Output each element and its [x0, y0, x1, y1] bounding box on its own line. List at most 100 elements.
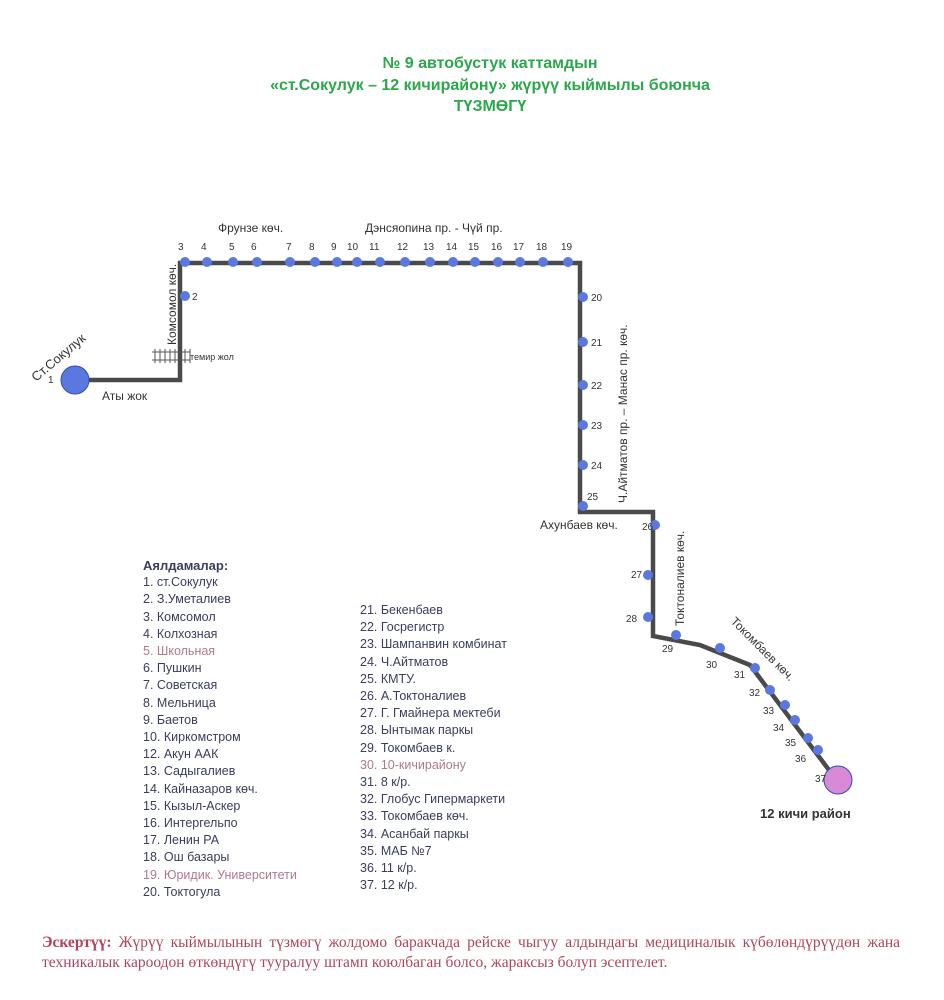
legend-item: 13. Садыгалиев	[143, 764, 236, 779]
street-frunze: Фрунзе көч.	[218, 221, 283, 235]
stop-marker[interactable]	[823, 765, 853, 795]
stop-number: 12	[397, 242, 409, 253]
stop-number: 29	[662, 644, 674, 655]
stop-number: 13	[423, 242, 435, 253]
stop-number: 22	[591, 381, 603, 392]
stop-number: 18	[536, 242, 548, 253]
legend-item: 9. Баетов	[143, 712, 198, 727]
legend-item: 3. Комсомол	[143, 609, 216, 624]
stop-number: 10	[347, 242, 359, 253]
legend-item: 22. Госрегистр	[360, 620, 445, 635]
legend-item: 30. 10-кичирайону	[360, 757, 466, 772]
street-komsomol: Комсомол көч.	[165, 264, 179, 345]
stop-marker[interactable]	[252, 257, 262, 267]
stop-number: 14	[446, 242, 458, 253]
stop-marker[interactable]	[643, 570, 653, 580]
legend-item: 27. Г. Гмайнера мектеби	[360, 706, 501, 721]
stop-marker[interactable]	[470, 257, 480, 267]
stop-marker[interactable]	[180, 257, 190, 267]
stop-marker[interactable]	[578, 380, 588, 390]
legend-item: 7. Советская	[143, 678, 218, 693]
legend-item: 26. А.Токтоналиев	[360, 689, 467, 704]
stop-number: 31	[734, 670, 746, 681]
legend-item: 16. Интергельпо	[143, 816, 238, 831]
stop-number: 30	[706, 660, 718, 671]
legend-item: 14. Кайназаров көч.	[143, 781, 258, 796]
stop-marker[interactable]	[750, 663, 760, 673]
legend-item: 18. Ош базары	[143, 850, 230, 865]
legend-item: 19. Юридик. Университети	[143, 867, 297, 882]
stop-number: 24	[591, 461, 603, 472]
stop-number: 35	[785, 738, 797, 749]
legend-item: 17. Ленин РА	[143, 833, 220, 848]
legend-item: 32. Глобус Гипермаркети	[360, 792, 506, 807]
stop-number: 4	[201, 242, 207, 253]
stop-marker[interactable]	[643, 612, 653, 622]
stop-marker[interactable]	[352, 257, 362, 267]
note-text: Жүрүү кыймылынын түзмөгү жолдомо баракча…	[42, 934, 900, 971]
stop-marker[interactable]	[715, 643, 725, 653]
stop-number: 36	[795, 754, 807, 765]
legend-item: 20. Токтогула	[143, 884, 221, 899]
note: Эскертүү: Жүрүү кыймылынын түзмөгү жолдо…	[42, 933, 900, 973]
stop-marker[interactable]	[202, 257, 212, 267]
stop-marker[interactable]	[563, 257, 573, 267]
stop-marker[interactable]	[285, 257, 295, 267]
legend-item: 31. 8 к/р.	[360, 775, 411, 790]
stop-marker[interactable]	[578, 420, 588, 430]
stop-marker[interactable]	[180, 291, 190, 301]
legend-item: 35. МАБ №7	[360, 843, 432, 858]
legend-item: 12. Акун ААК	[143, 747, 219, 762]
stop-number: 28	[626, 614, 638, 625]
legend-item: 34. Асанбай паркы	[360, 826, 469, 841]
stop-number: 1	[48, 375, 54, 386]
stop-marker[interactable]	[425, 257, 435, 267]
stop-number: 8	[309, 242, 315, 253]
stop-marker[interactable]	[578, 460, 588, 470]
stop-marker[interactable]	[578, 337, 588, 347]
stop-marker[interactable]	[650, 520, 660, 530]
stop-number: 16	[491, 242, 503, 253]
stop-marker[interactable]	[813, 745, 823, 755]
end-terminal-label: 12 кичи район	[760, 806, 851, 821]
stop-marker[interactable]	[60, 365, 90, 395]
legend-item: 2. З.Уметалиев	[143, 592, 231, 607]
street-dengxiaoping: Дэнсяопина пр. - Чүй пр.	[365, 221, 503, 235]
stop-number: 20	[591, 293, 603, 304]
stop-number: 3	[178, 242, 184, 253]
stop-marker[interactable]	[780, 700, 790, 710]
legend-item: 10. Киркомстром	[143, 730, 241, 745]
legend-item: 24. Ч.Айтматов	[360, 654, 449, 669]
stop-marker[interactable]	[538, 257, 548, 267]
stop-marker[interactable]	[578, 501, 588, 511]
stop-number: 25	[587, 492, 599, 503]
stop-marker[interactable]	[448, 257, 458, 267]
stop-marker[interactable]	[803, 733, 813, 743]
stop-marker[interactable]	[375, 257, 385, 267]
stop-marker[interactable]	[515, 257, 525, 267]
legend-item: 33. Токомбаев көч.	[360, 809, 469, 824]
stop-marker[interactable]	[332, 257, 342, 267]
stop-marker[interactable]	[493, 257, 503, 267]
stop-number: 6	[251, 242, 257, 253]
legend-item: 4. Колхозная	[143, 626, 218, 641]
stop-marker[interactable]	[578, 292, 588, 302]
stop-marker[interactable]	[310, 257, 320, 267]
stop-number: 21	[591, 338, 603, 349]
stop-number: 32	[749, 688, 761, 699]
stop-marker[interactable]	[765, 685, 775, 695]
legend-item: 5. Школьная	[143, 644, 216, 659]
legend-item: 21. Бекенбаев	[360, 603, 443, 617]
stop-marker[interactable]	[228, 257, 238, 267]
stop-number: 11	[369, 242, 380, 253]
title-line-2: «ст.Сокулук – 12 кичирайону» жүрүү кыймы…	[270, 77, 710, 94]
legend-item: 6. Пушкин	[143, 661, 202, 676]
stop-marker[interactable]	[790, 715, 800, 725]
stop-marker[interactable]	[671, 630, 681, 640]
stop-number: 7	[286, 242, 292, 253]
stop-marker[interactable]	[400, 257, 410, 267]
